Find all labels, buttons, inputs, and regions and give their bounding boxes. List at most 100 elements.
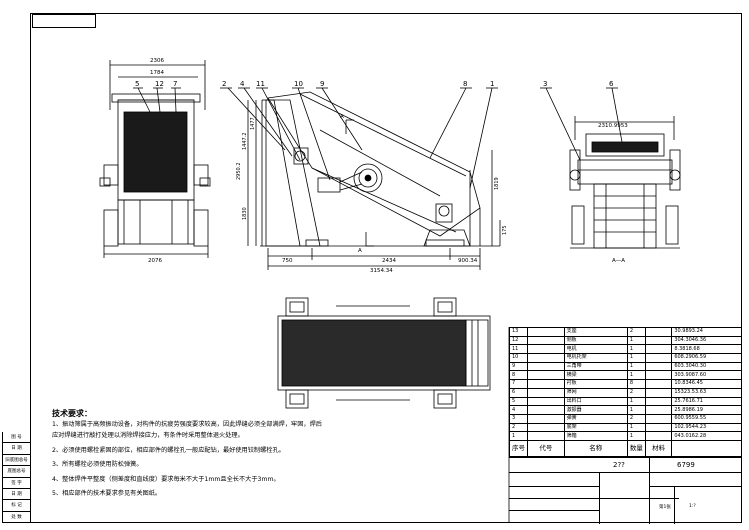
strip-cell: 标 记 — [2, 500, 30, 512]
bom-cell-no: 10 — [509, 353, 528, 363]
bom-cell-qty: 1 — [626, 422, 646, 433]
svg-text:4: 4 — [240, 80, 245, 88]
bom-cell-qty: 2 — [626, 387, 646, 398]
bom-cell-name: 激振器 — [563, 405, 628, 415]
bom-cell-name: 出料口 — [563, 396, 628, 407]
svg-text:2310.9953: 2310.9953 — [598, 123, 628, 129]
svg-text:750: 750 — [282, 258, 293, 264]
right-section-view — [540, 87, 681, 249]
bom-cell-no: 1 — [509, 431, 528, 441]
bom-cell-qty: 8 — [626, 379, 646, 389]
bom-cell-spec: 25.7616.71 — [671, 396, 742, 407]
svg-text:5: 5 — [135, 80, 139, 88]
bom-cell-code — [527, 353, 565, 363]
bom-cell-material — [644, 422, 673, 433]
svg-text:1447.2: 1447.2 — [242, 133, 248, 151]
bom-cell-qty: 1 — [626, 431, 646, 441]
strip-cell: 签 字 — [2, 477, 30, 489]
svg-text:8: 8 — [463, 80, 467, 88]
svg-text:A: A — [340, 114, 344, 120]
side-signature-strip: 图 号 日 期 旧底图总号 底图总号 签 字 日 期 标 记 处 数 — [2, 432, 30, 524]
bom-cell-qty: 1 — [626, 361, 646, 372]
bom-cell-qty: 1 — [626, 344, 646, 355]
svg-text:12: 12 — [155, 80, 164, 88]
drawing-code: 6799 — [677, 461, 695, 469]
bom-header-name: 名称 — [563, 439, 628, 457]
svg-text:1: 1 — [490, 80, 494, 88]
bom-cell-no: 12 — [509, 335, 528, 346]
bom-cell-no: 11 — [509, 344, 528, 355]
bom-header-no: 序号 — [509, 439, 528, 457]
bom-cell-material — [644, 335, 673, 346]
bom-header-material: 材料 — [644, 439, 673, 457]
bom-cell-qty: 1 — [626, 370, 646, 381]
bom-cell-name: 底架 — [563, 422, 628, 433]
bom-cell-name: 支座 — [563, 327, 628, 337]
svg-text:A—A: A—A — [612, 258, 625, 264]
bom-cell-name: 筛箱 — [563, 431, 628, 441]
bom-cell-spec: 30.9893.24 — [671, 327, 742, 337]
bom-cell-qty: 2 — [626, 413, 646, 424]
note-line-2: 应对焊缝进行敲打处理以消除焊接应力，有条件时采用整体退火处理。 — [52, 432, 244, 439]
bom-cell-name: 筛网 — [563, 387, 628, 398]
bom-cell-name: 侧板 — [563, 335, 628, 346]
svg-text:1819: 1819 — [494, 177, 500, 190]
bom-cell-material — [644, 344, 673, 355]
drawing-frame — [30, 13, 742, 523]
bom-cell-material — [644, 327, 673, 337]
svg-text:A: A — [358, 248, 362, 254]
bom-cell-qty: 1 — [626, 405, 646, 415]
bom-cell-name: 电机 — [563, 344, 628, 355]
bom-cell-spec: 603.3040.30 — [671, 361, 742, 372]
drawing-title: 2?? — [613, 461, 625, 469]
bom-cell-no: 6 — [509, 387, 528, 398]
bom-cell-no: 8 — [509, 370, 528, 381]
bom-cell-code — [527, 413, 565, 424]
bom-cell-code — [527, 335, 565, 346]
bom-header-qty: 数量 — [626, 439, 646, 457]
bom-cell-no: 9 — [509, 361, 528, 372]
bom-cell-name: 弹簧 — [563, 413, 628, 424]
bom-cell-spec: 25.8986.19 — [671, 405, 742, 415]
svg-text:175: 175 — [502, 225, 508, 235]
svg-text:900.34: 900.34 — [458, 258, 478, 264]
strip-cell: 图 号 — [2, 432, 30, 444]
title-block: 2?? 6799 第1张 1:? — [509, 457, 742, 524]
svg-text:9: 9 — [320, 80, 324, 88]
bom-cell-no: 2 — [509, 422, 528, 433]
bom-cell-no: 7 — [509, 379, 528, 389]
svg-text:2: 2 — [222, 80, 226, 88]
note-line-6: 5、相应部件的技术要求参见有关图纸。 — [52, 490, 162, 497]
bom-cell-code — [527, 344, 565, 355]
bom-cell-name: 三角带 — [563, 361, 628, 372]
svg-text:6: 6 — [609, 80, 614, 88]
notes-title: 技术要求： — [52, 409, 92, 418]
bom-cell-code — [527, 327, 565, 337]
svg-text:1830: 1830 — [242, 207, 248, 220]
bom-cell-code — [527, 379, 565, 389]
bom-cell-code — [527, 422, 565, 433]
bom-cell-material — [644, 370, 673, 381]
bom-cell-no: 4 — [509, 405, 528, 415]
bom-header-extra — [671, 439, 742, 457]
bom-cell-material — [644, 361, 673, 372]
bom-cell-spec: 304.3046.36 — [671, 335, 742, 346]
dim-left-top1: 2306 — [150, 58, 164, 64]
bom-cell-qty: 1 — [626, 353, 646, 363]
scale-label: 1:? — [689, 504, 696, 509]
strip-cell: 日 期 — [2, 443, 30, 455]
bom-cell-material — [644, 405, 673, 415]
svg-text:10: 10 — [294, 80, 303, 88]
bom-cell-code — [527, 361, 565, 372]
bom-cell-qty: 1 — [626, 396, 646, 407]
